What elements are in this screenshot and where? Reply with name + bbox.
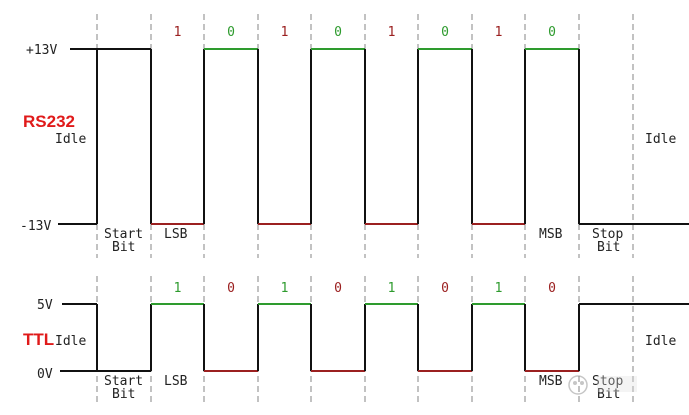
rs232-low-voltage-label: -13V (20, 219, 51, 234)
ttl-high-voltage-label: 5V (37, 298, 53, 313)
rs232-waveform (70, 48, 689, 225)
watermark-logo (568, 375, 637, 395)
ttl-bit-label-5: 0 (441, 281, 449, 296)
rs232-start-bit-label: Bit (112, 240, 135, 255)
rs232-bit-label-2: 1 (281, 25, 289, 40)
rs232-stop-label: Stop (592, 227, 623, 242)
ttl-waveform (70, 303, 689, 372)
ttl-bit-values: 1 0 1 0 1 0 1 0 (174, 281, 556, 296)
rs232-stop-bit-label: Bit (597, 240, 620, 255)
rs232-title: RS232 (23, 112, 75, 131)
rs232-high-voltage-label: +13V (26, 43, 57, 58)
ttl-bit-label-0: 1 (174, 281, 182, 296)
rs232-start-label: Start (104, 227, 143, 242)
ttl-low-voltage-label: 0V (37, 367, 53, 382)
rs232-idle-right: Idle (645, 132, 676, 147)
ttl-start-bit-label: Bit (112, 387, 135, 402)
rs232-msb-label: MSB (539, 227, 563, 242)
rs232-idle-left: Idle (55, 132, 86, 147)
rs232-bit-label-7: 0 (548, 25, 556, 40)
rs232-bit-label-6: 1 (495, 25, 503, 40)
ttl-start-label: Start (104, 374, 143, 389)
rs232-bit-values: 1 0 1 0 1 0 1 0 (174, 25, 556, 40)
ttl-bit-label-2: 1 (281, 281, 289, 296)
rs232-bit-label-3: 0 (334, 25, 342, 40)
ttl-stop-bit-label: Bit (597, 387, 620, 402)
ttl-bit-label-4: 1 (388, 281, 396, 296)
ttl-stop-label: Stop (592, 374, 623, 389)
ttl-idle-right: Idle (645, 334, 676, 349)
rs232-bit-label-5: 0 (441, 25, 449, 40)
ttl-bit-label-1: 0 (227, 281, 235, 296)
ttl-section: 5V 0V TTL Idle Idle 1 0 1 0 1 0 1 0 Start Bit L… (23, 281, 689, 402)
ttl-lsb-label: LSB (164, 374, 188, 389)
ttl-msb-label: MSB (539, 374, 563, 389)
ttl-bit-label-7: 0 (548, 281, 556, 296)
ttl-bit-label-6: 1 (495, 281, 503, 296)
ttl-idle-left: Idle (55, 334, 86, 349)
ttl-bit-label-3: 0 (334, 281, 342, 296)
ttl-title: TTL (23, 330, 54, 349)
rs232-bit-label-0: 1 (174, 25, 182, 40)
rs232-lsb-label: LSB (164, 227, 188, 242)
rs232-section: +13V -13V RS232 Idle Idle 1 0 1 0 1 0 1 0 Start… (20, 25, 689, 255)
rs232-bit-label-1: 0 (227, 25, 235, 40)
rs232-bit-label-4: 1 (388, 25, 396, 40)
